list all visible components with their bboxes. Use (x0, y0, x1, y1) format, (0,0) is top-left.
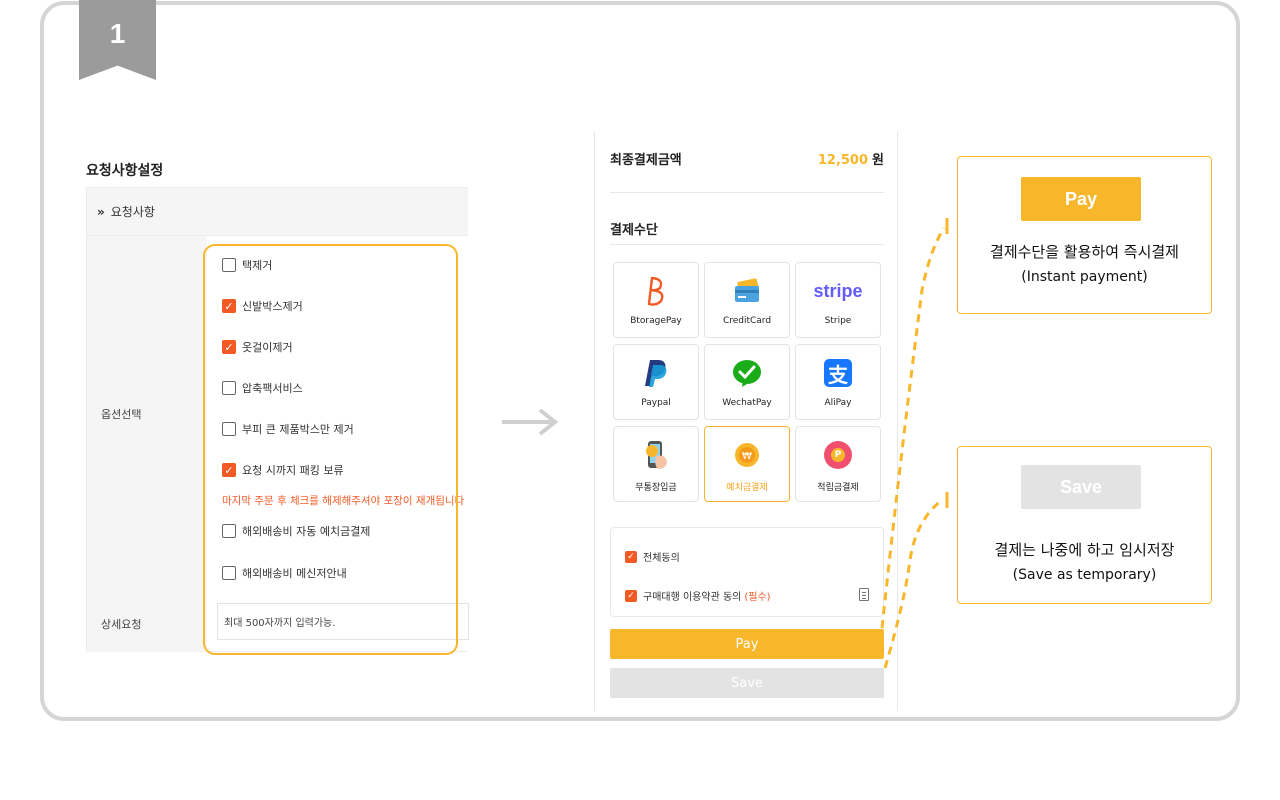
hold-packing-notice: 마지막 주문 후 체크를 해제해주셔야 포장이 재개됩니다 (222, 495, 465, 507)
checkbox-hanger-removal[interactable]: ✓ (222, 340, 236, 354)
deposit-coin-icon: ₩ (705, 439, 789, 471)
checkbox-shoebox-removal[interactable]: ✓ (222, 299, 236, 313)
checkbox-messenger-notice[interactable] (222, 566, 236, 580)
option-select-label: 옵션선택 (101, 408, 142, 421)
divider (610, 244, 884, 245)
detail-request-input[interactable]: 최대 500자까지 입력가능. (217, 603, 469, 640)
right-arrow-icon (502, 408, 559, 436)
method-bank-transfer[interactable]: 무통장입금 (613, 426, 699, 502)
bank-transfer-icon (614, 439, 698, 471)
alipay-icon: 支 (796, 357, 880, 389)
method-creditcard[interactable]: CreditCard (704, 262, 790, 338)
method-btoragepay[interactable]: BtoragePay (613, 262, 699, 338)
method-alipay[interactable]: 支 AliPay (795, 344, 881, 420)
agree-terms[interactable]: ✓ 구매대행 이용약관 동의 (필수) (625, 588, 771, 603)
option-hanger-removal[interactable]: ✓ 옷걸이제거 (222, 339, 293, 355)
method-paypal[interactable]: Paypal (613, 344, 699, 420)
request-header: » 요청사항 (87, 188, 468, 236)
save-callout: Save 결제는 나중에 하고 임시저장 (Save as temporary) (957, 446, 1212, 604)
double-chevron-icon: » (97, 204, 105, 219)
wechat-icon (705, 357, 789, 389)
agreement-box: ✓ 전체동의 ✓ 구매대행 이용약관 동의 (필수) (610, 527, 884, 617)
pay-callout: Pay 결제수단을 활용하여 즉시결제 (Instant payment) (957, 156, 1212, 314)
request-settings-title: 요청사항설정 (86, 163, 164, 179)
option-shoebox-removal[interactable]: ✓ 신발박스제거 (222, 298, 303, 314)
checkbox-hold-packing[interactable]: ✓ (222, 463, 236, 477)
method-wechatpay[interactable]: WechatPay (704, 344, 790, 420)
detail-request-label: 상세요청 (101, 618, 142, 631)
callout-pay-button: Pay (1021, 177, 1141, 221)
btoragepay-icon (614, 275, 698, 307)
paypal-icon (614, 357, 698, 389)
method-deposit[interactable]: ₩ 예치금결제 (704, 426, 790, 502)
save-button[interactable]: Save (610, 668, 884, 698)
callout-save-text: 결제는 나중에 하고 임시저장 (994, 541, 1175, 559)
svg-text:₩: ₩ (742, 451, 752, 462)
callout-pay-sub: (Instant payment) (1021, 269, 1148, 285)
callout-pay-text: 결제수단을 활용하여 즉시결제 (990, 243, 1179, 261)
pay-button[interactable]: Pay (610, 629, 884, 659)
option-auto-deposit-payment[interactable]: 해외배송비 자동 예치금결제 (222, 523, 370, 539)
stripe-icon: stripe (813, 280, 863, 301)
request-settings-table: » 요청사항 옵션선택 상세요청 택제거 ✓ 신발박스제거 ✓ 옷걸이제거 압축… (86, 187, 469, 652)
method-points[interactable]: P 적립금결제 (795, 426, 881, 502)
callout-save-button: Save (1021, 465, 1141, 509)
checkbox-tag-removal[interactable] (222, 258, 236, 272)
option-messenger-notice[interactable]: 해외배송비 메신저안내 (222, 565, 347, 581)
checkbox-agree-terms[interactable]: ✓ (625, 589, 637, 602)
points-icon: P (796, 439, 880, 471)
label-column: 옵션선택 상세요청 (87, 236, 207, 652)
method-stripe[interactable]: stripe Stripe (795, 262, 881, 338)
callout-save-sub: (Save as temporary) (1012, 567, 1157, 583)
checkbox-agree-all[interactable]: ✓ (625, 550, 637, 563)
currency-label: 원 (872, 153, 884, 168)
terms-document-icon[interactable] (859, 588, 869, 601)
option-tag-removal[interactable]: 택제거 (222, 257, 272, 273)
payment-method-title: 결제수단 (610, 223, 658, 238)
required-tag: (필수) (744, 592, 771, 603)
checkbox-auto-deposit-payment[interactable] (222, 524, 236, 538)
agree-all[interactable]: ✓ 전체동의 (625, 549, 680, 564)
request-header-label: 요청사항 (110, 205, 155, 219)
option-compression-pack[interactable]: 압축팩서비스 (222, 380, 303, 396)
checkbox-bulky-box-removal[interactable] (222, 422, 236, 436)
credit-card-icon (705, 275, 789, 307)
option-hold-packing[interactable]: ✓ 요청 시까지 패킹 보류 (222, 462, 344, 478)
checkbox-compression-pack[interactable] (222, 381, 236, 395)
option-bulky-box-removal[interactable]: 부피 큰 제품박스만 제거 (222, 421, 354, 437)
step-number: 1 (109, 18, 126, 49)
total-label: 최종결제금액 (610, 153, 682, 168)
